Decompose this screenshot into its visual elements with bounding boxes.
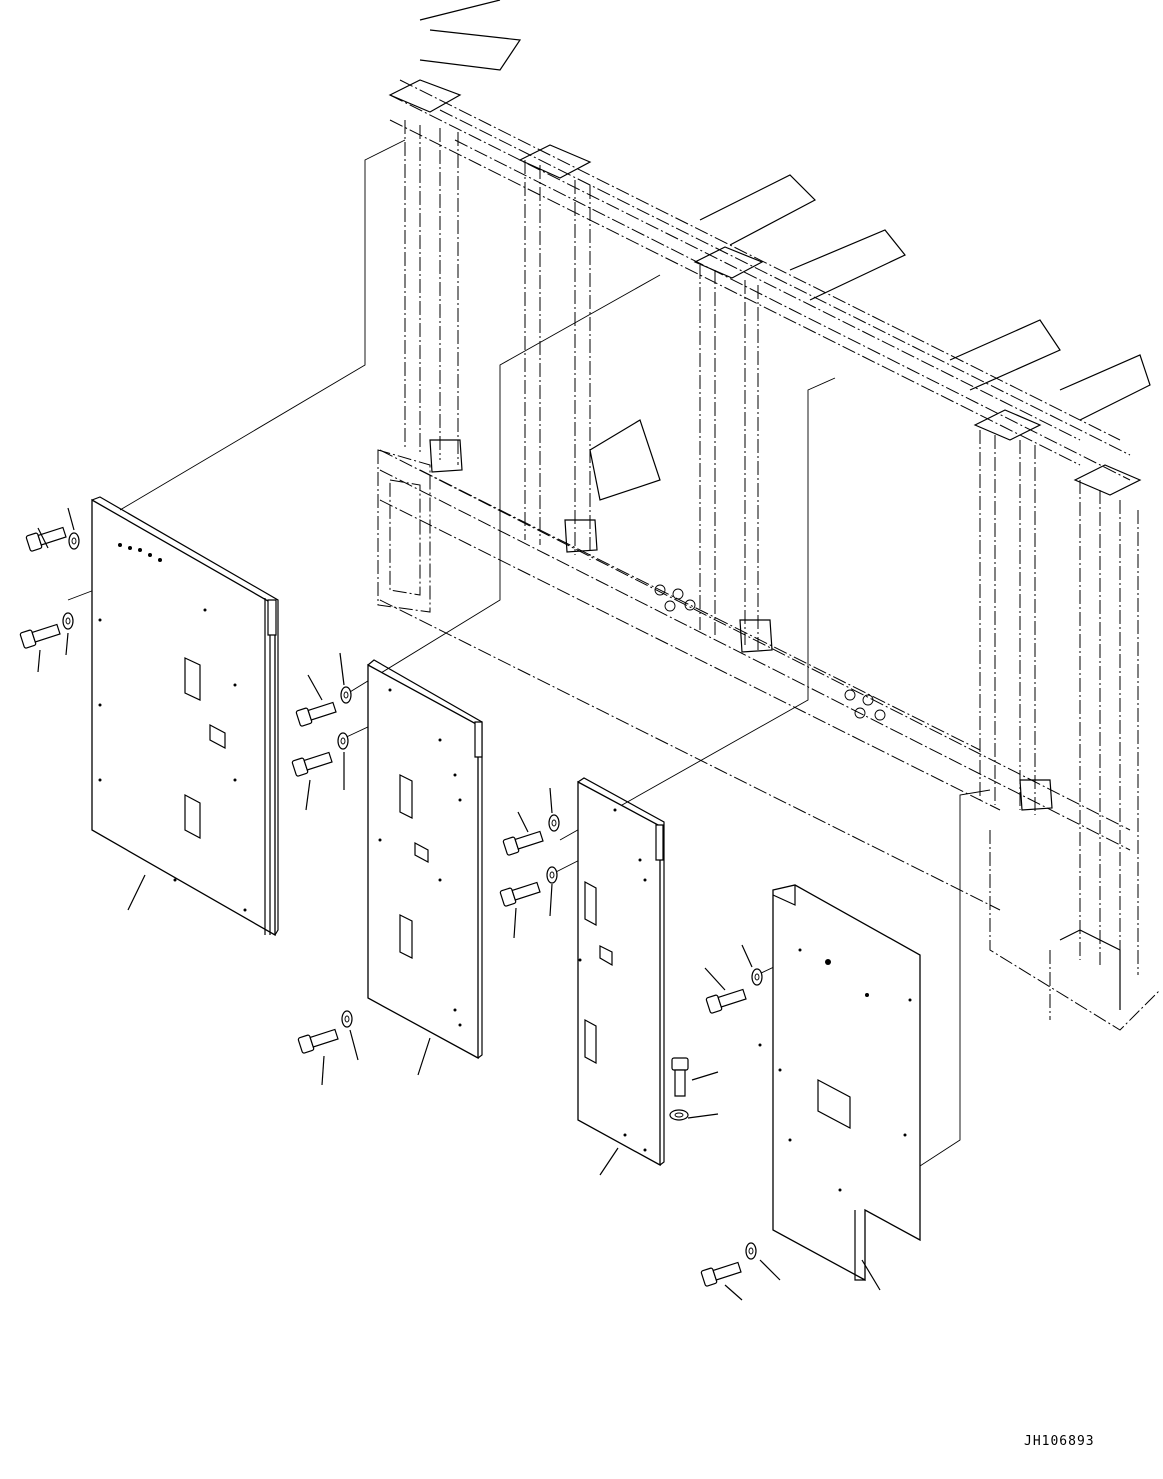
- cover-panel-1: [92, 497, 278, 935]
- bolt-1: [26, 525, 67, 552]
- bolt-10: [672, 1058, 688, 1096]
- bolt-4: [292, 750, 333, 777]
- bolt-8: [706, 987, 747, 1014]
- bolt-7: [500, 880, 541, 907]
- bolt-9: [701, 1260, 742, 1287]
- base-plate-bolt-holes: [655, 585, 885, 720]
- bolt-5: [298, 1027, 339, 1054]
- fasteners: [20, 525, 762, 1287]
- bolt-6: [503, 829, 544, 856]
- callout-leaders: [38, 508, 880, 1300]
- assembly-leader-lines: [68, 140, 990, 1205]
- machine-frame: [378, 0, 1160, 1030]
- washers: [63, 533, 762, 1259]
- drawing-code: JH106893: [1024, 1434, 1095, 1449]
- cover-panel-3: [578, 778, 664, 1165]
- cover-panel-2: [368, 660, 482, 1058]
- bolt-2: [20, 622, 61, 649]
- bolt-3: [296, 700, 337, 727]
- cover-panel-4: [758, 885, 921, 1280]
